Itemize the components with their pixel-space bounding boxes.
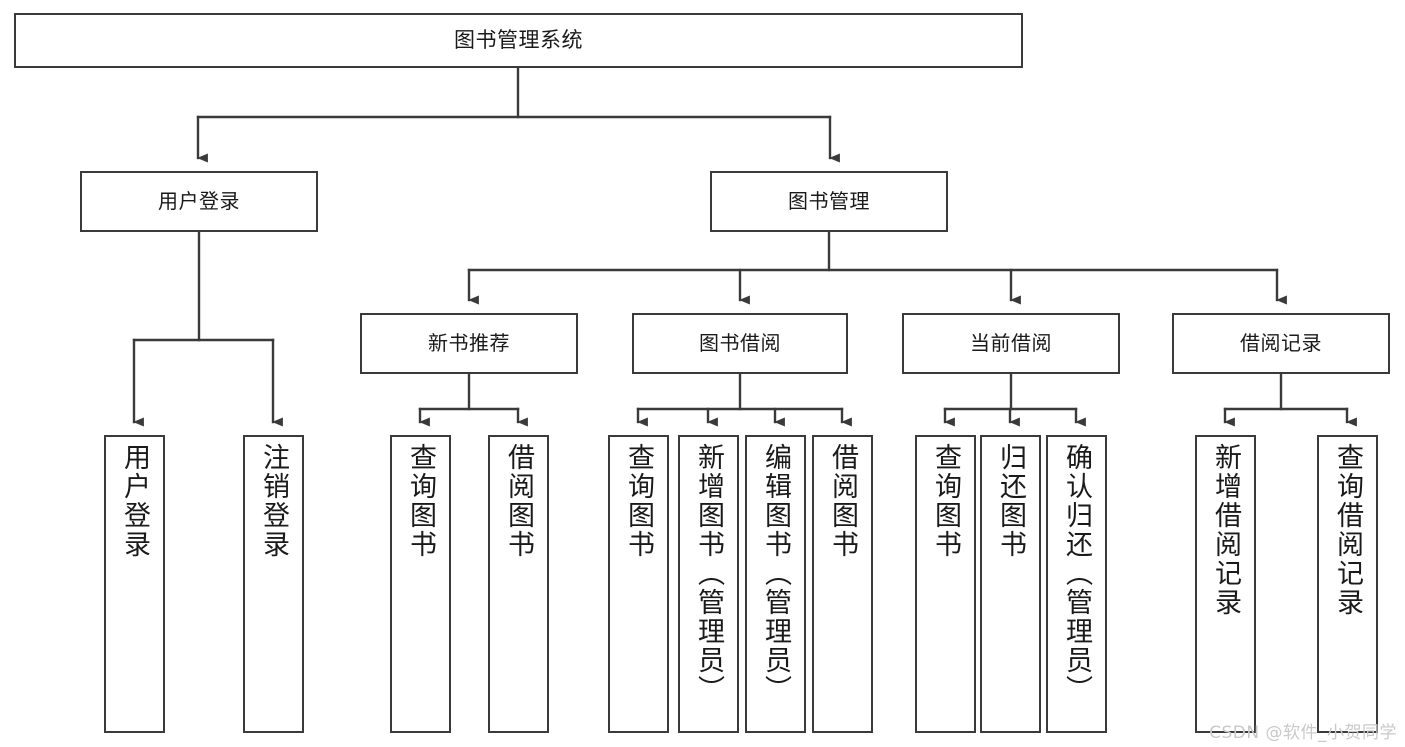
leaf-current-query-book-label: 查询图书 bbox=[930, 443, 961, 559]
leaf-record-query-record[interactable]: 查询借阅记录 bbox=[1317, 435, 1378, 733]
leaf-borrow-add-book-admin[interactable]: 新增图书（管理员） bbox=[678, 435, 739, 733]
leaf-record-add-record-label: 新增借阅记录 bbox=[1210, 443, 1241, 617]
leaf-recommend-borrow-book-label: 借阅图书 bbox=[503, 443, 534, 559]
node-new-book-recommend-label: 新书推荐 bbox=[428, 330, 510, 355]
leaf-current-return-book-label: 归还图书 bbox=[995, 443, 1026, 559]
leaf-current-query-book[interactable]: 查询图书 bbox=[915, 435, 976, 733]
leaf-borrow-edit-book-admin-label: 编辑图书（管理员） bbox=[760, 443, 791, 704]
node-user-login-label: 用户登录 bbox=[158, 188, 240, 213]
node-root-system[interactable]: 图书管理系统 bbox=[14, 13, 1023, 68]
node-book-management[interactable]: 图书管理 bbox=[710, 171, 948, 232]
leaf-borrow-add-book-admin-label: 新增图书（管理员） bbox=[693, 443, 724, 704]
leaf-borrow-query-book[interactable]: 查询图书 bbox=[608, 435, 669, 733]
leaf-user-login-signout-label: 注销登录 bbox=[258, 443, 289, 559]
node-current-borrow-label: 当前借阅 bbox=[970, 330, 1052, 355]
leaf-current-return-book[interactable]: 归还图书 bbox=[980, 435, 1041, 733]
leaf-record-add-record[interactable]: 新增借阅记录 bbox=[1195, 435, 1256, 733]
leaf-borrow-borrow-book-label: 借阅图书 bbox=[827, 443, 858, 559]
leaf-borrow-borrow-book[interactable]: 借阅图书 bbox=[812, 435, 873, 733]
leaf-recommend-query-book-label: 查询图书 bbox=[405, 443, 436, 559]
node-new-book-recommend[interactable]: 新书推荐 bbox=[360, 313, 578, 374]
node-borrow-record[interactable]: 借阅记录 bbox=[1172, 313, 1390, 374]
leaf-user-login-signin-label: 用户登录 bbox=[119, 443, 150, 559]
node-borrow-record-label: 借阅记录 bbox=[1240, 330, 1322, 355]
node-book-management-label: 图书管理 bbox=[788, 188, 870, 213]
leaf-record-query-record-label: 查询借阅记录 bbox=[1332, 443, 1363, 617]
node-book-borrow-label: 图书借阅 bbox=[699, 330, 781, 355]
leaf-borrow-edit-book-admin[interactable]: 编辑图书（管理员） bbox=[745, 435, 806, 733]
csdn-watermark: CSDN @软件_小贺同学 bbox=[1209, 723, 1397, 743]
leaf-user-login-signin[interactable]: 用户登录 bbox=[104, 435, 165, 733]
node-root-system-label: 图书管理系统 bbox=[454, 28, 583, 53]
leaf-recommend-query-book[interactable]: 查询图书 bbox=[390, 435, 451, 733]
leaf-recommend-borrow-book[interactable]: 借阅图书 bbox=[488, 435, 549, 733]
leaf-current-confirm-return-admin-label: 确认归还（管理员） bbox=[1061, 443, 1092, 704]
node-current-borrow[interactable]: 当前借阅 bbox=[902, 313, 1120, 374]
leaf-current-confirm-return-admin[interactable]: 确认归还（管理员） bbox=[1046, 435, 1107, 733]
leaf-borrow-query-book-label: 查询图书 bbox=[623, 443, 654, 559]
node-user-login[interactable]: 用户登录 bbox=[80, 171, 318, 232]
leaf-user-login-signout[interactable]: 注销登录 bbox=[243, 435, 304, 733]
node-book-borrow[interactable]: 图书借阅 bbox=[632, 313, 848, 374]
